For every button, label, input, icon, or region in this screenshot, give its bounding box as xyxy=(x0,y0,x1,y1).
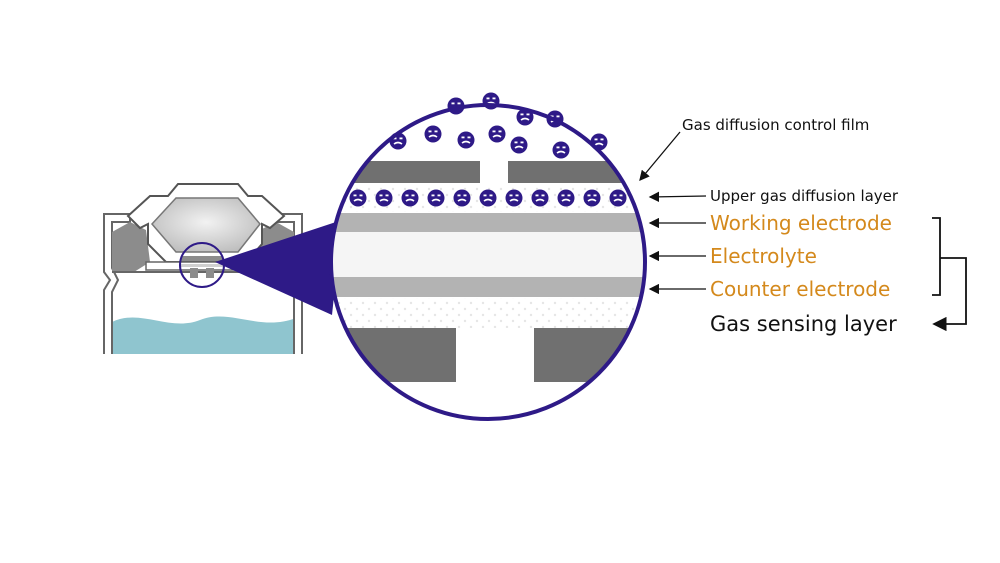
control-film-left xyxy=(331,161,480,183)
gas-molecule-icon xyxy=(582,188,602,208)
gas-molecule-icon xyxy=(426,188,446,208)
label-electrolyte: Electrolyte xyxy=(710,244,817,268)
gas-molecule-icon xyxy=(530,188,550,208)
gas-molecule-icon xyxy=(608,188,628,208)
gas-molecule-icon xyxy=(504,188,524,208)
label-gas-diffusion-control-film: Gas diffusion control film xyxy=(682,116,869,134)
gas-molecule-icon xyxy=(478,188,498,208)
counter-electrode-layer xyxy=(331,277,645,297)
gas-molecule-icon xyxy=(487,124,507,144)
gas-molecule-icon xyxy=(456,130,476,150)
gas-molecule-icon xyxy=(400,188,420,208)
lower-block-left xyxy=(331,328,456,382)
gas-molecule-icon xyxy=(509,135,529,155)
bracket-connector xyxy=(932,257,967,332)
label-gas-sensing-layer: Gas sensing layer xyxy=(710,312,897,336)
liquid xyxy=(112,316,296,354)
gas-molecule-icon xyxy=(348,188,368,208)
label-working-electrode: Working electrode xyxy=(710,211,892,235)
seal-left xyxy=(112,222,150,272)
zoom-circle-border xyxy=(329,103,647,421)
gas-molecule-icon xyxy=(452,188,472,208)
gas-molecule-icon xyxy=(634,188,645,208)
leader-lines xyxy=(639,131,967,332)
gas-molecule-icon xyxy=(551,140,571,160)
zoom-cone xyxy=(215,220,342,315)
working-electrode-layer xyxy=(331,213,645,232)
gas-molecule-icon xyxy=(423,124,443,144)
gas-molecule-icon xyxy=(556,188,576,208)
sensing-bracket xyxy=(932,217,941,296)
zoom-detail xyxy=(331,105,645,419)
leader-upper-diffusion xyxy=(648,191,707,203)
sensor-body xyxy=(103,183,303,354)
label-counter-electrode: Counter electrode xyxy=(710,277,890,301)
gas-molecule-icon xyxy=(374,188,394,208)
control-film-right xyxy=(508,161,645,183)
label-upper-gas-diffusion-layer: Upper gas diffusion layer xyxy=(710,187,899,205)
cap-window xyxy=(150,197,261,253)
electrolyte-layer xyxy=(331,232,645,277)
leader-control-film xyxy=(639,131,681,181)
lower-diffusion-layer xyxy=(331,298,645,328)
